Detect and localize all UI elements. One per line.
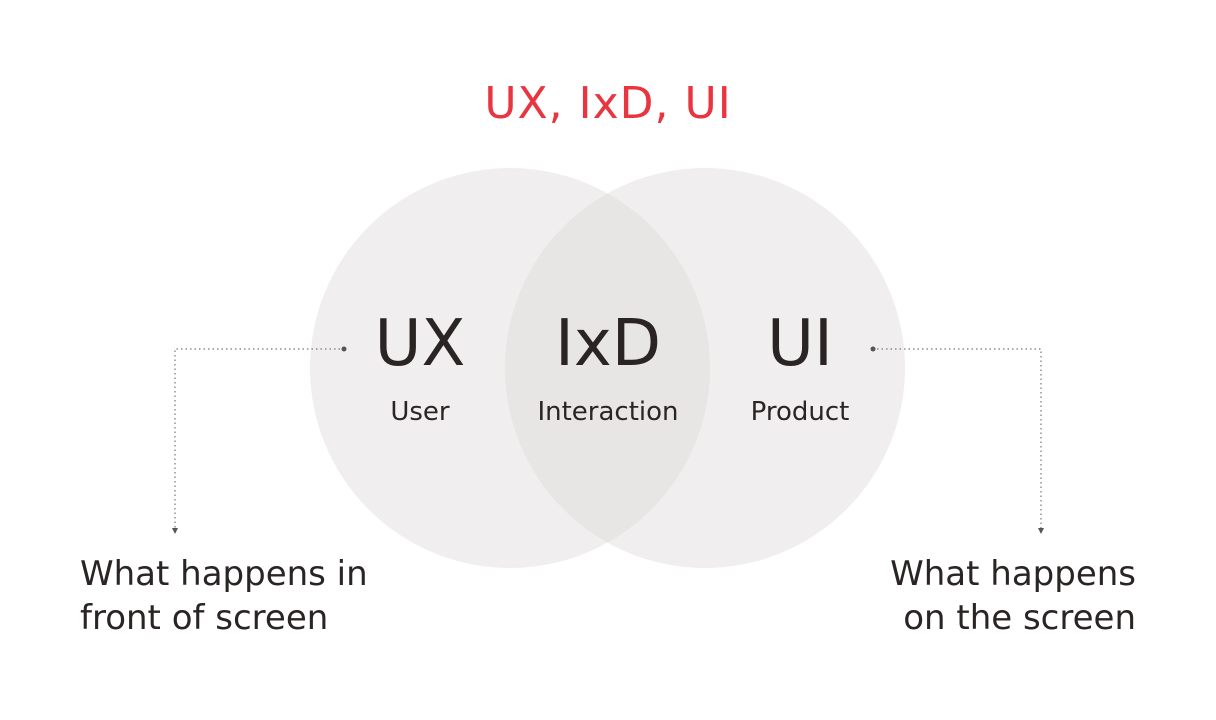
ux-label: User (390, 397, 450, 427)
left-caption-line2: front of screen (80, 598, 329, 638)
left-connector (172, 346, 347, 534)
right-caption-line1: What happens (890, 554, 1136, 594)
ixd-abbr: IxD (554, 307, 662, 381)
ux-abbr: UX (374, 307, 466, 381)
right-caption: What happens on the screen (890, 552, 1136, 640)
ixd-label: Interaction (537, 397, 679, 427)
left-caption-line1: What happens in (80, 554, 368, 594)
ixd-overlap (505, 168, 710, 568)
right-connector (870, 346, 1044, 534)
ixd-group: IxD Interaction (508, 309, 708, 427)
ui-group: UI Product (720, 309, 880, 427)
left-caption: What happens in front of screen (80, 552, 368, 640)
right-caption-line2: on the screen (903, 598, 1136, 638)
diagram-title: UX, IxD, UI (484, 78, 732, 129)
ui-label: Product (750, 397, 850, 427)
ui-abbr: UI (767, 307, 833, 381)
ux-group: UX User (340, 309, 500, 427)
